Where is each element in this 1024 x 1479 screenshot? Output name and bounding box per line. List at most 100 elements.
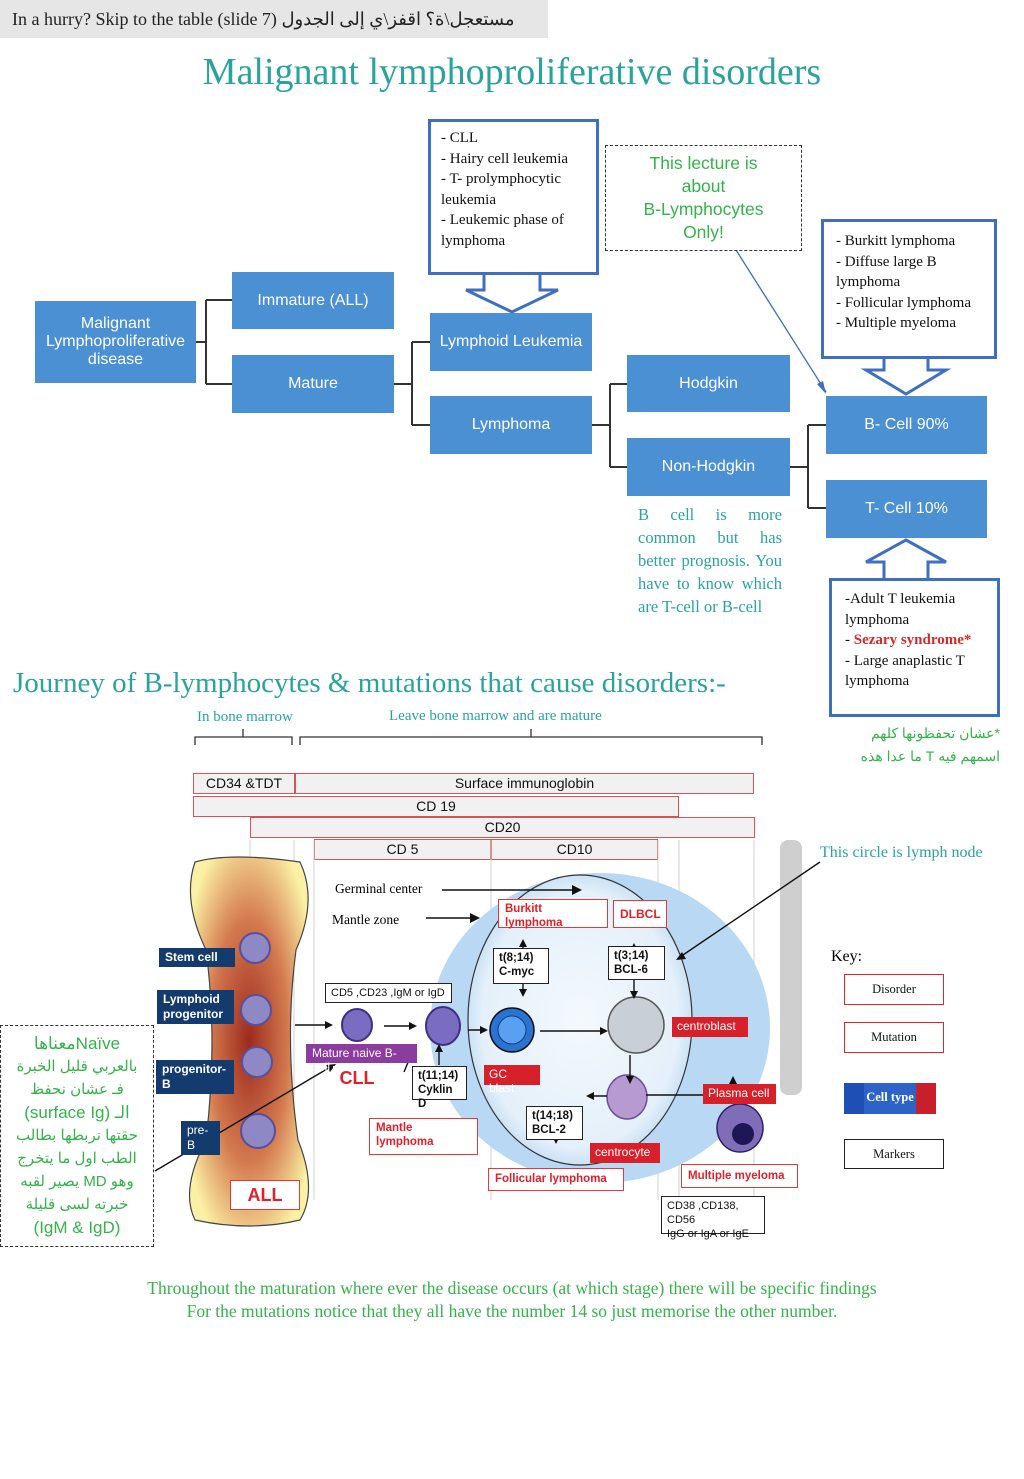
plasma-marker-line-2: IgG or IgA or IgE [667,1228,749,1240]
bcell-item-3: - Follicular lymphoma [836,294,971,311]
lecture-note-line-1: This lecture is [649,153,758,173]
germinal-center-label: Germinal center [335,881,423,896]
arabic-note-line-2: اسمهم فيه T ما عدا هذه [860,748,1000,764]
stem-cell-graphic [239,932,271,964]
disorder-multiple-myeloma: Multiple myeloma [681,1164,798,1188]
footer-note: Throughout the maturation where ever the… [0,1277,1024,1323]
mantle-zone-label: Mantle zone [332,912,400,927]
node-lymphoid-leukemia: Lymphoid Leukemia [430,313,592,371]
disorder-mantle: Mantle lymphoma [369,1118,478,1155]
node-root-line-2: Lymphoproliferative [45,333,186,350]
bcell-item-4: - Multiple myeloma [836,315,956,331]
cell-lymphoid-progenitor: Lymphoid progenitor [157,990,234,1024]
stage-braces [194,729,763,745]
centroblast-graphic [607,996,665,1054]
naive-note-line-6: الطب اول ما يتخرج [17,1150,137,1167]
node-t-cell: T- Cell 10% [826,480,987,538]
node-b-cell: B- Cell 90% [826,396,987,454]
cell-mature-naive: Mature naive B-cell [306,1044,417,1074]
lymph-node-note: This circle is lymph node [820,844,983,861]
cell-stem: Stem cell [159,948,235,967]
journey-heading: Journey of B-lymphocytes & mutations tha… [13,667,726,699]
naive-note-line-8: خبرته لسى قليلة [25,1196,129,1213]
naive-b-cell-graphic [341,1008,373,1042]
tree-connectors [196,249,952,578]
naive-note-line-3: فـ عشان نحفظ [30,1081,124,1098]
node-non-hodgkin: Non-Hodgkin [627,438,790,496]
marker-cd34-tdt: CD34 &TDT [193,773,295,794]
naive-note-line-9: (IgM & IgD) [33,1218,121,1237]
key-mutation: Mutation [844,1022,944,1053]
node-lymphoma: Lymphoma [430,396,592,454]
mutation-t11-14-line-2: Cyklin D [418,1084,453,1110]
leukemia-item-3: - T- prolymphocytic leukemia [441,171,561,208]
node-mature: Mature [232,355,394,413]
leukemia-types-box: - CLL - Hairy cell leukemia - T- prolymp… [428,119,599,275]
skip-to-table-banner[interactable]: In a hurry? Skip to the table (slide 7) … [0,0,548,38]
cell-pre-b: pre-B [181,1121,220,1155]
in-bone-marrow-label: In bone marrow [197,709,293,725]
node-root-line-1: Malignant [80,315,151,332]
tcell-item-1: -Adult T leukemia lymphoma [845,591,956,628]
disorder-dlbcl: DLBCL [613,900,667,928]
footer-line-1: Throughout the maturation where ever the… [147,1278,877,1298]
progenitor-b-graphic [241,1046,273,1078]
mutation-t3-14-line-1: t(3;14) [614,950,649,962]
disorder-all: ALL [230,1180,300,1210]
node-hodgkin: Hodgkin [627,355,790,412]
cell-progenitor-b: progenitor-B [156,1060,234,1094]
disorder-cll: CLL [333,1066,381,1093]
plasma-marker-box: CD38 ,CD138, CD56 IgG or IgA or IgE [661,1196,765,1240]
arabic-t-cell-note: *عشان تحفظونها كلهم اسمهم فيه T ما عدا ه… [830,722,1000,768]
mutation-t8-14-line-1: t(8;14) [499,952,534,964]
bone-marrow-shape [188,856,310,1227]
node-root-line-3: disease [87,351,144,368]
disorder-burkitt: Burkitt lymphoma [498,899,608,929]
mutation-t8-14-line-2: C-myc [499,966,535,978]
bcell-item-2: - Diffuse large B lymphoma [836,253,937,291]
pre-b-graphic [240,1113,276,1149]
prognosis-note: B cell is more common but has better pro… [638,505,782,616]
mutation-t14-18-line-1: t(14;18) [532,1110,573,1122]
key-disorder: Disorder [844,974,944,1005]
arabic-note-line-1: *عشان تحفظونها كلهم [870,725,1000,741]
page-title: Malignant lymphoproliferative disorders [202,51,822,93]
marker-cd5: CD 5 [314,839,491,860]
naive-arabic-note: Naïveمعناها بالعربي قليل الخبرة فـ عشان … [0,1025,154,1247]
tcell-item-2: - Sezary syndrome* [845,630,984,651]
mutation-t3-14: t(3;14) BCL-6 [608,946,665,980]
plasma-marker-line-1: CD38 ,CD138, CD56 [667,1200,739,1226]
sezary-syndrome-highlight: Sezary syndrome* [853,632,972,648]
mutation-t14-18-line-2: BCL-2 [532,1124,566,1136]
naive-note-line-1: Naïveمعناها [33,1034,121,1053]
leave-bone-marrow-label: Leave bone marrow and are mature [389,708,602,724]
lecture-note-line-4: Only! [683,222,724,242]
lecture-note-line-2: about [681,176,726,196]
naive-note-line-7: وهو MD يصير لقبه [20,1173,134,1190]
node-immature-all: Immature (ALL) [232,272,394,329]
lecture-note-line-3: B-Lymphocytes [643,199,764,219]
mutation-t11-14-line-1: t(11;14) [418,1070,459,1082]
key-cell-type: Cell type [844,1083,936,1114]
b-cell-types-box: - Burkitt lymphoma - Diffuse large B lym… [821,219,997,359]
slide-edge [780,840,802,1095]
cell-plasma: Plasma cell [703,1084,776,1104]
activated-b-cell-graphic [425,1006,461,1046]
naive-note-line-5: حقتها نربطها بطالب [16,1127,138,1144]
disorder-follicular: Follicular lymphoma [488,1168,624,1191]
lymphoid-progenitor-graphic [240,994,272,1026]
mutation-t3-14-line-2: BCL-6 [614,964,648,976]
leukemia-item-4: - Leukemic phase of lymphoma [441,212,564,249]
leukemia-item-1: - CLL [441,130,479,146]
tcell-item-2-prefix: - [845,632,854,648]
naive-note-line-2: بالعربي قليل الخبرة [16,1058,138,1075]
footer-line-2: For the mutations notice that they all h… [186,1301,838,1321]
key-markers: Markers [844,1139,944,1169]
bcell-item-1: - Burkitt lymphoma [836,233,956,249]
mutation-t14-18: t(14;18) BCL-2 [526,1106,583,1140]
lecture-scope-note: This lecture is about B-Lymphocytes Only… [605,145,802,251]
leukemia-item-2: - Hairy cell leukemia [441,150,569,167]
key-label: Key: [831,948,863,965]
mutation-t8-14: t(8;14) C-myc [493,948,549,984]
marker-cd19: CD 19 [193,796,679,817]
